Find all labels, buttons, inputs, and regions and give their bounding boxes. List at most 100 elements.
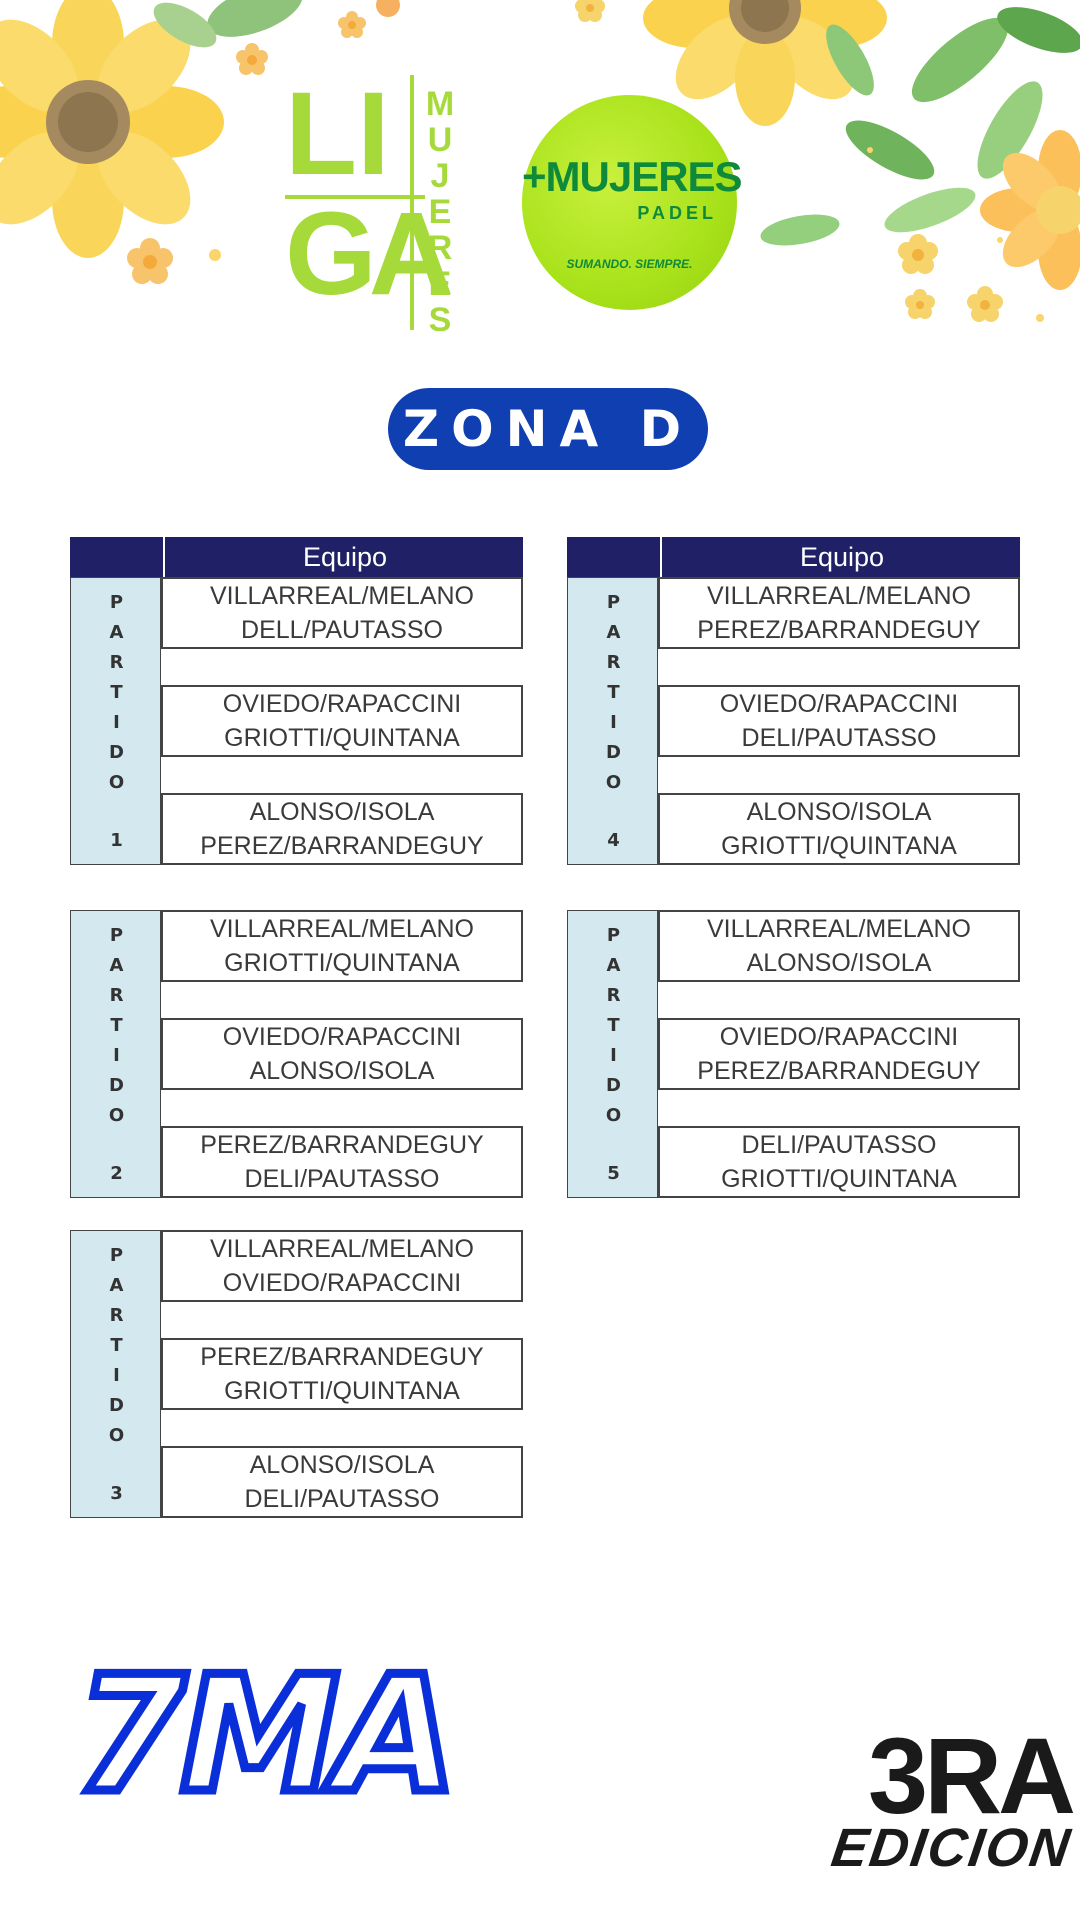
header-banner: L I GA MUJERES +MUJERES PADEL SUMANDO. S…	[0, 0, 1080, 340]
team-name: OVIEDO/RAPACCINI	[222, 690, 462, 718]
partido-letter: I	[113, 1045, 120, 1066]
match-cell: ALONSO/ISOLA PEREZ/BARRANDEGUY	[161, 793, 523, 865]
liga-logo-l: L	[285, 68, 357, 200]
zona-badge: ZONA D	[388, 388, 708, 470]
partido-number: 3	[110, 1483, 123, 1504]
partido-letter: D	[109, 1395, 124, 1416]
partido-letter: A	[109, 622, 124, 643]
partido-letter: O	[108, 1425, 125, 1446]
match-cell: ALONSO/ISOLA DELI/PAUTASSO	[161, 1446, 523, 1518]
team-name: PEREZ/BARRANDEGUY	[200, 832, 484, 860]
partido-letter: T	[607, 682, 620, 703]
partido-letter: O	[108, 772, 125, 793]
partido-letter: R	[109, 652, 124, 673]
partido-letter: A	[606, 622, 621, 643]
match-cell: VILLARREAL/MELANO PEREZ/BARRANDEGUY	[658, 577, 1020, 649]
team-name: ALONSO/ISOLA	[249, 798, 435, 826]
liga-logo-i: I	[357, 68, 390, 200]
partido-letter: T	[110, 1335, 123, 1356]
team-name: OVIEDO/RAPACCINI	[222, 1269, 462, 1297]
column-header-equipo: Equipo	[660, 537, 1022, 577]
team-name: DELI/PAUTASSO	[244, 1165, 440, 1193]
match-cell: OVIEDO/RAPACCINI GRIOTTI/QUINTANA	[161, 685, 523, 757]
partido-letter: I	[113, 1365, 120, 1386]
partido-letter: O	[108, 1105, 125, 1126]
team-name: ALONSO/ISOLA	[746, 949, 932, 977]
mujeres-padel-ball-logo: +MUJERES PADEL SUMANDO. SIEMPRE.	[522, 95, 743, 310]
partido-letter: P	[109, 592, 124, 613]
match-cell: VILLARREAL/MELANO OVIEDO/RAPACCINI	[161, 1230, 523, 1302]
partido-letter: I	[610, 712, 617, 733]
ball-logo-title: +MUJERES	[522, 153, 743, 200]
match-cell: OVIEDO/RAPACCINI DELI/PAUTASSO	[658, 685, 1020, 757]
match-cell: OVIEDO/RAPACCINI PEREZ/BARRANDEGUY	[658, 1018, 1020, 1090]
liga-logo-letters: L I GA	[285, 68, 454, 335]
liga-logo-vertical-divider	[410, 75, 414, 330]
partido-letter: A	[109, 1275, 124, 1296]
column-header-equipo: Equipo	[163, 537, 525, 577]
partido-letter: P	[109, 925, 124, 946]
partido-letter: O	[605, 1105, 622, 1126]
ball-logo-slogan: SUMANDO. SIEMPRE.	[566, 257, 693, 271]
team-name: ALONSO/ISOLA	[746, 798, 932, 826]
team-name: DELL/PAUTASSO	[241, 616, 443, 644]
team-name: GRIOTTI/QUINTANA	[224, 949, 460, 977]
partido-number: 5	[607, 1163, 620, 1184]
team-name: OVIEDO/RAPACCINI	[719, 690, 959, 718]
partido-number: 1	[110, 830, 123, 851]
partido-letter: I	[610, 1045, 617, 1066]
team-name: DELI/PAUTASSO	[244, 1485, 440, 1513]
match-cell: VILLARREAL/MELANO GRIOTTI/QUINTANA	[161, 910, 523, 982]
team-name: VILLARREAL/MELANO	[210, 582, 474, 610]
partido-number: 2	[110, 1163, 123, 1184]
team-name: GRIOTTI/QUINTANA	[721, 832, 957, 860]
partido-letter: R	[606, 985, 621, 1006]
floral-decoration	[0, 0, 1080, 322]
match-cell: DELI/PAUTASSO GRIOTTI/QUINTANA	[658, 1126, 1020, 1198]
team-name: DELI/PAUTASSO	[741, 1131, 937, 1159]
partido-letter: R	[606, 652, 621, 673]
match-cell: VILLARREAL/MELANO DELL/PAUTASSO	[161, 577, 523, 649]
liga-logo-ga: GA	[285, 188, 454, 320]
partido-letter: A	[606, 955, 621, 976]
partido-letter: P	[606, 925, 621, 946]
team-name: GRIOTTI/QUINTANA	[224, 724, 460, 752]
team-name: ALONSO/ISOLA	[249, 1451, 435, 1479]
team-name: VILLARREAL/MELANO	[210, 915, 474, 943]
team-name: PEREZ/BARRANDEGUY	[200, 1343, 484, 1371]
liga-mujeres-logo: L I GA MUJERES	[285, 68, 465, 337]
partido-letter: T	[607, 1015, 620, 1036]
round-label: 7MA	[70, 1641, 461, 1828]
match-cell: ALONSO/ISOLA GRIOTTI/QUINTANA	[658, 793, 1020, 865]
edition-word: EDICION	[827, 1818, 1076, 1878]
partido-letter: T	[110, 682, 123, 703]
team-name: PEREZ/BARRANDEGUY	[200, 1131, 484, 1159]
edition-number: 3RA	[868, 1715, 1076, 1836]
liga-logo-divider	[285, 195, 425, 199]
table-header: Equipo	[70, 537, 523, 577]
table-header: Equipo	[567, 537, 1020, 577]
team-name: VILLARREAL/MELANO	[210, 1235, 474, 1263]
partido-letter: P	[606, 592, 621, 613]
partido-letter: T	[110, 1015, 123, 1036]
match-cell: PEREZ/BARRANDEGUY DELI/PAUTASSO	[161, 1126, 523, 1198]
partido-letter: A	[109, 955, 124, 976]
team-name: OVIEDO/RAPACCINI	[222, 1023, 462, 1051]
liga-logo-mujeres: MUJERES	[421, 85, 459, 337]
team-name: PEREZ/BARRANDEGUY	[697, 616, 981, 644]
partido-letter: D	[606, 1075, 621, 1096]
partido-letter: D	[606, 742, 621, 763]
partido-letter: R	[109, 1305, 124, 1326]
team-name: OVIEDO/RAPACCINI	[719, 1023, 959, 1051]
team-name: DELI/PAUTASSO	[741, 724, 937, 752]
team-name: GRIOTTI/QUINTANA	[721, 1165, 957, 1193]
partido-letter: R	[109, 985, 124, 1006]
team-name: PEREZ/BARRANDEGUY	[697, 1057, 981, 1085]
team-name: VILLARREAL/MELANO	[707, 582, 971, 610]
